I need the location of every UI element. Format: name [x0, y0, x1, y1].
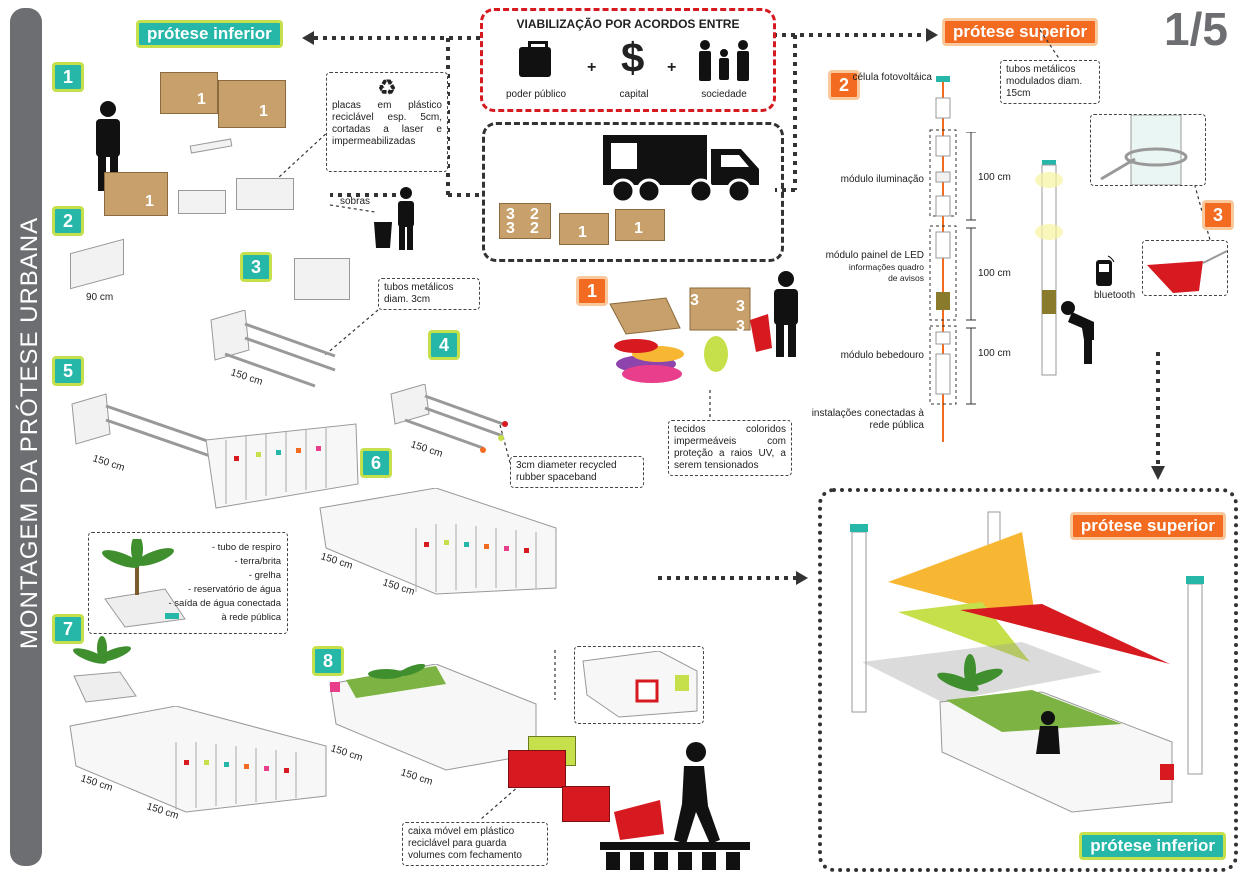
- step-lower-5: 5: [52, 356, 84, 386]
- final-label-inferior: prótese inferior: [1079, 832, 1226, 860]
- dim-100-c: 100 cm: [978, 348, 1011, 359]
- step-lower-2: 2: [52, 206, 84, 236]
- agreements-box: VIABILIZAÇÃO POR ACORDOS ENTRE poder púb…: [480, 8, 776, 112]
- truck-icon: [603, 135, 759, 204]
- briefcase-icon: [519, 47, 551, 77]
- step-lower-3: 3: [240, 252, 272, 282]
- plus-1: +: [587, 59, 597, 76]
- final-assembly-drawing: [850, 511, 1204, 813]
- dim-brackets: [966, 132, 976, 405]
- fabric-clip-detail: [1142, 240, 1228, 296]
- frame-step3: [210, 310, 336, 388]
- note-tubes-small: tubos metálicos diam. 3cm: [378, 278, 480, 310]
- box-open-1: 1: [218, 80, 286, 128]
- drinking-person-icon: [1061, 301, 1094, 364]
- pole-led: módulo painel de LED: [825, 250, 924, 261]
- sidebar: [10, 8, 42, 866]
- pole-cell: célula fotovoltáica: [852, 72, 933, 83]
- plates-stack-1: [178, 190, 226, 214]
- pole-network: instalações conectadas à rede pública: [811, 408, 924, 431]
- recycle-icon: ♻: [377, 75, 397, 100]
- bench-step7: [69, 706, 327, 813]
- pole-lighting: módulo iluminação: [840, 174, 924, 185]
- box-open-2: 1: [104, 172, 168, 216]
- agreement-public: poder público: [505, 89, 567, 100]
- assembled-pole: [1035, 160, 1063, 376]
- final-label-superior: prótese superior: [1069, 512, 1226, 540]
- step-upper-3: 3: [1202, 200, 1234, 230]
- dim-100-a: 100 cm: [978, 172, 1011, 183]
- pole-top-drawing: [1100, 115, 1188, 185]
- storage-detail: [574, 646, 704, 724]
- storage-box-red: [508, 750, 566, 788]
- note-tubes-big: tubos metálicos modulados diam. 15cm: [1000, 60, 1100, 104]
- box-num-3c: 3: [736, 318, 745, 335]
- storage-box-red-2: [562, 786, 610, 822]
- fabric-person-icon: [750, 271, 798, 357]
- planter-detail: - tubo de respiro - terra/brita - grelha…: [88, 532, 288, 634]
- phone-icon: [1096, 255, 1115, 286]
- note-plates: ♻ placas em plástico reciclável esp. 5cm…: [326, 72, 448, 172]
- bench-step6: [319, 488, 557, 595]
- box-closed-1: 1: [160, 72, 218, 114]
- note-rubber: 3cm diameter recycled rubber spaceband: [510, 456, 644, 488]
- step-lower-4: 4: [428, 330, 460, 360]
- label-protese-inferior: prótese inferior: [136, 20, 283, 48]
- dollar-icon: $: [621, 34, 645, 81]
- agreements-title: VIABILIZAÇÃO POR ACORDOS ENTRE: [516, 17, 740, 31]
- note-fabrics: tecidos coloridos impermeáveis com prote…: [668, 420, 792, 476]
- plus-2: +: [667, 59, 677, 76]
- pole-led-sub: informações quadro de avisos: [848, 262, 924, 283]
- dim-100-b: 100 cm: [978, 268, 1011, 279]
- exploded-pole: [929, 76, 957, 442]
- transport-box: 3 2 3 2 1 1: [482, 122, 784, 262]
- fabric-clip-drawing: [1147, 250, 1227, 293]
- pole-top-detail: [1090, 114, 1206, 186]
- bench-step8: [329, 664, 537, 771]
- detail-connection: [294, 258, 350, 300]
- box-open-b: 1: [615, 209, 665, 241]
- note-plates-text: placas em plástico reciclável esp. 5cm, …: [332, 100, 442, 147]
- storage-detail-drawing: [582, 651, 698, 718]
- pole-fountain: módulo bebedouro: [840, 350, 924, 361]
- bluetooth-label: bluetooth: [1094, 290, 1136, 301]
- agreement-capital: capital: [619, 89, 649, 100]
- dim-90: 90 cm: [86, 292, 114, 303]
- frame-step4: [390, 384, 508, 453]
- box-num-3a: 3: [690, 292, 699, 309]
- final-assembly-box: prótese superior prótese inferior: [818, 488, 1238, 872]
- label-protese-superior: prótese superior: [942, 18, 1099, 46]
- fabric-boxes: [609, 287, 751, 383]
- box-num-3b: 3: [736, 298, 745, 315]
- box-stack-a: 3 2 3 2: [499, 203, 551, 239]
- plates-stack-2: [236, 178, 294, 210]
- box-open-a: 1: [559, 213, 609, 245]
- step-upper-1: 1: [576, 276, 608, 306]
- step-lower-1: 1: [52, 62, 84, 92]
- planter-list: - tubo de respiro - terra/brita - grelha…: [168, 542, 281, 623]
- step-lower-7: 7: [52, 614, 84, 644]
- step-lower-6: 6: [360, 448, 392, 478]
- palm-planter-icon: [102, 539, 186, 628]
- agreement-society: sociedade: [701, 89, 747, 100]
- page-number: 1/5: [1164, 3, 1228, 55]
- planter-module: [72, 636, 137, 703]
- trash-person-icon: [374, 187, 414, 250]
- leftovers-label: sobras: [340, 196, 371, 207]
- family-icon: [699, 40, 749, 81]
- walking-person-icon: [600, 742, 750, 870]
- note-storage: caixa móvel em plástico reciclável para …: [402, 822, 548, 866]
- bench-step5: [71, 393, 359, 509]
- step-upper-2: 2: [828, 70, 860, 100]
- briefcase-handle: [528, 41, 548, 52]
- step-lower-8: 8: [312, 646, 344, 676]
